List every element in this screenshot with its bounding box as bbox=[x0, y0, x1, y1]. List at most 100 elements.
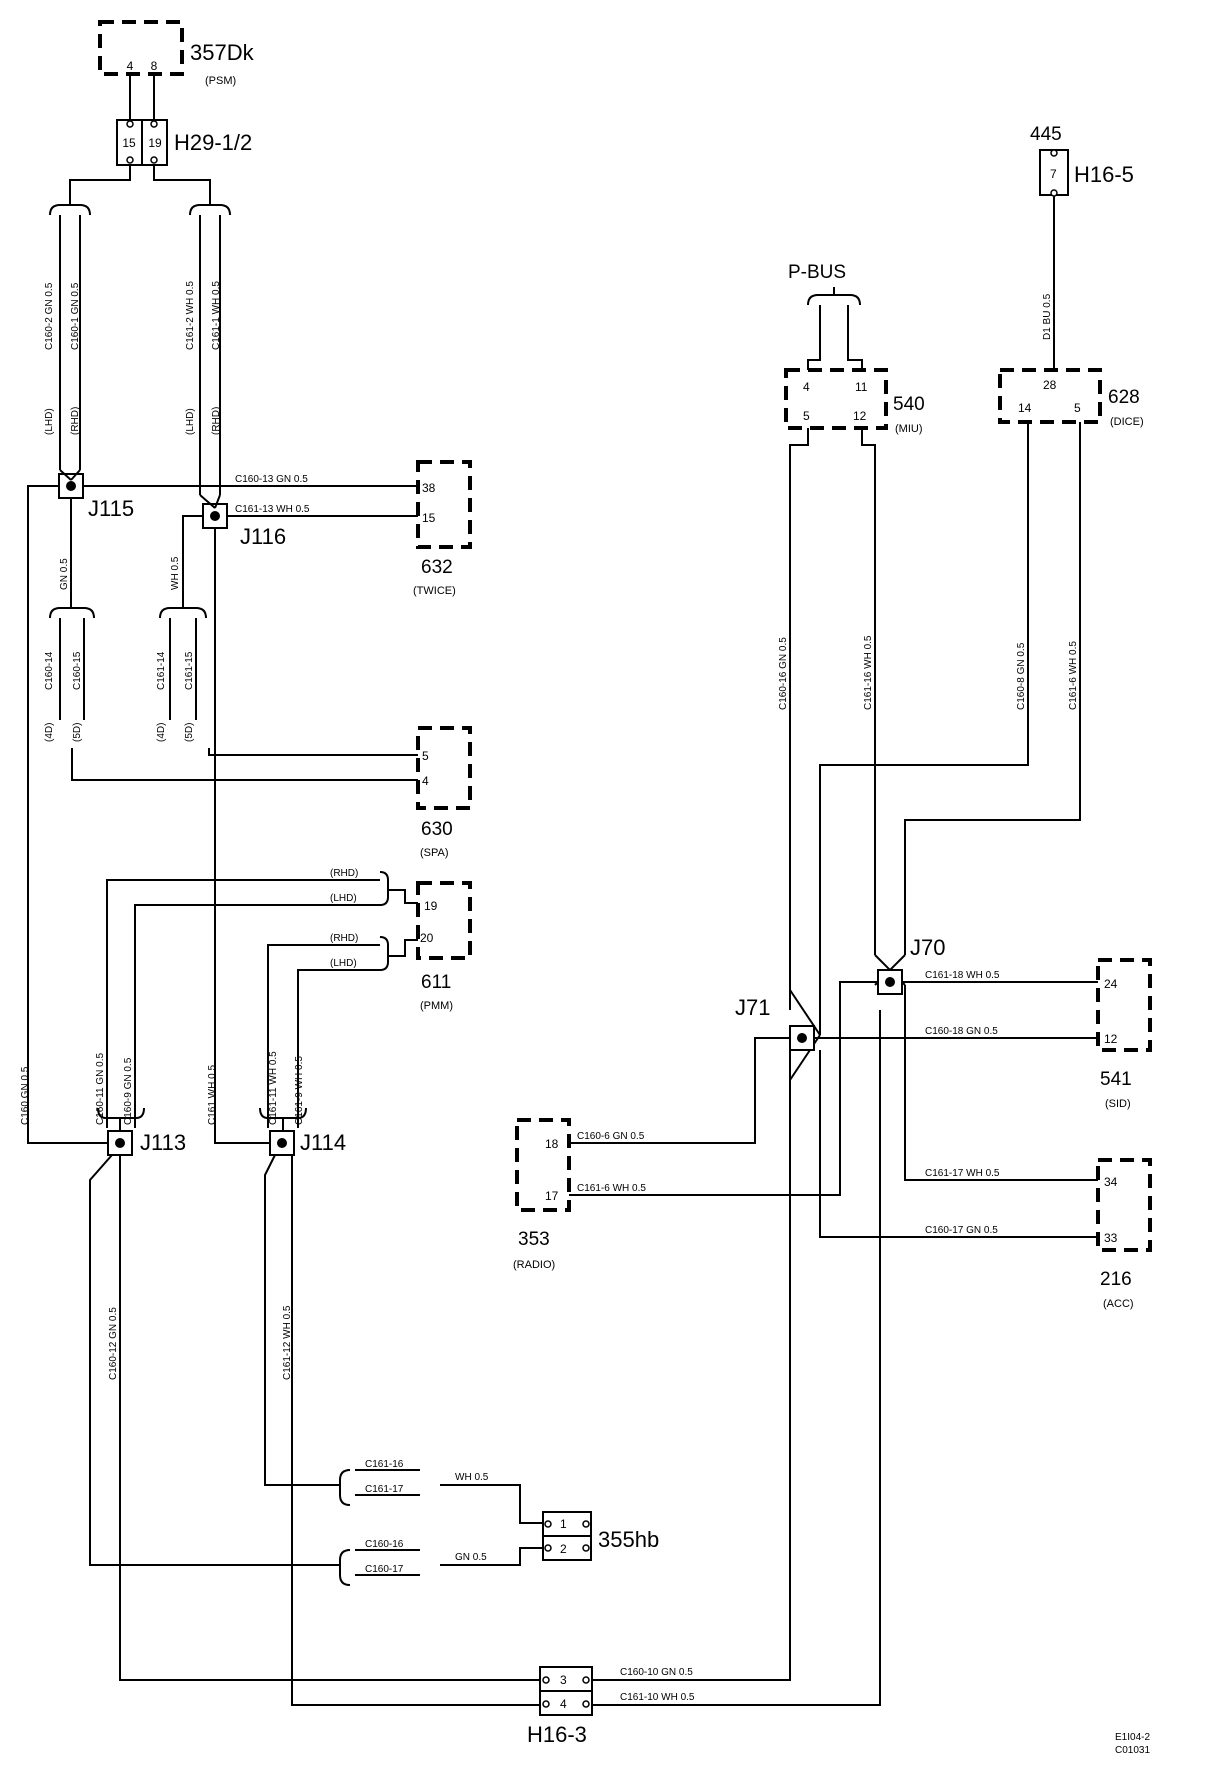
component-541: 24 12 541 (SID) bbox=[1096, 958, 1152, 1110]
svg-text:J71: J71 bbox=[735, 995, 770, 1020]
label-w14: C161 WH 0.5 bbox=[207, 1065, 218, 1125]
label-w23: D1 BU 0.5 bbox=[1042, 293, 1053, 340]
junction-j70: J70 bbox=[877, 935, 945, 995]
junction-j113: J113 bbox=[107, 1130, 186, 1156]
label-h8: C160-18 GN 0.5 bbox=[925, 1026, 998, 1037]
svg-text:18: 18 bbox=[545, 1137, 559, 1151]
svg-text:4: 4 bbox=[422, 774, 429, 788]
pin-h29-19: 19 bbox=[148, 136, 162, 150]
label-5d-1: (5D) bbox=[72, 723, 83, 742]
svg-text:(MIU): (MIU) bbox=[895, 423, 923, 435]
svg-text:628: 628 bbox=[1108, 387, 1140, 408]
svg-text:(SID): (SID) bbox=[1105, 1098, 1131, 1110]
svg-text:19: 19 bbox=[424, 899, 438, 913]
label-rhd-2: (RHD) bbox=[211, 407, 222, 435]
svg-text:3: 3 bbox=[560, 1673, 567, 1687]
svg-text:12: 12 bbox=[1104, 1032, 1118, 1046]
svg-text:5: 5 bbox=[803, 409, 810, 423]
svg-text:12: 12 bbox=[853, 409, 867, 423]
label-lhd-1: (LHD) bbox=[44, 408, 55, 435]
footer-line1: E1I04-2 bbox=[1115, 1732, 1150, 1743]
junction-j71: J71 bbox=[735, 995, 815, 1051]
svg-text:(SPA): (SPA) bbox=[420, 847, 449, 859]
label-h15: WH 0.5 bbox=[455, 1472, 489, 1483]
svg-text:(PMM): (PMM) bbox=[420, 1000, 453, 1012]
svg-text:540: 540 bbox=[893, 394, 925, 415]
label-h19: C160-10 GN 0.5 bbox=[620, 1667, 693, 1678]
label-w15: C161-11 WH 0.5 bbox=[268, 1051, 279, 1125]
svg-text:11: 11 bbox=[855, 380, 868, 394]
label-w19: C160-16 GN 0.5 bbox=[778, 637, 789, 710]
svg-text:J70: J70 bbox=[910, 935, 945, 960]
svg-text:7: 7 bbox=[1050, 167, 1057, 181]
svg-text:4: 4 bbox=[560, 1697, 567, 1711]
label-w4: C161-1 WH 0.5 bbox=[211, 281, 222, 350]
svg-text:353: 353 bbox=[518, 1229, 550, 1250]
label-w10: C161-15 bbox=[184, 651, 195, 690]
junction-j116: J116 bbox=[202, 503, 286, 549]
svg-text:17: 17 bbox=[545, 1189, 559, 1203]
component-357dk: 4 8 357Dk (PSM) bbox=[98, 20, 255, 87]
footer-line2: C01031 bbox=[1115, 1745, 1150, 1756]
label-pbus: P-BUS bbox=[788, 262, 846, 283]
label-lhd-2: (LHD) bbox=[185, 408, 196, 435]
svg-text:632: 632 bbox=[421, 557, 453, 578]
label-w7: C160-14 bbox=[44, 651, 55, 690]
label-w2: C160-1 GN 0.5 bbox=[70, 282, 81, 350]
svg-text:611: 611 bbox=[421, 972, 451, 993]
label-h12: C160-17 GN 0.5 bbox=[925, 1225, 998, 1236]
label-h20: C161-10 WH 0.5 bbox=[620, 1692, 695, 1703]
label-357dk: 357Dk bbox=[190, 40, 255, 65]
label-h3: (RHD) bbox=[330, 868, 358, 879]
label-w17: C160-12 GN 0.5 bbox=[108, 1307, 119, 1380]
connector-h29: 15 19 H29-1/2 bbox=[116, 119, 252, 166]
label-h10: C161-6 WH 0.5 bbox=[577, 1183, 646, 1194]
label-h14: C161-17 bbox=[365, 1484, 404, 1495]
label-h13: C161-16 bbox=[365, 1459, 404, 1470]
svg-text:(TWICE): (TWICE) bbox=[413, 585, 456, 597]
label-w1: C160-2 GN 0.5 bbox=[44, 282, 55, 350]
label-psm: (PSM) bbox=[205, 75, 236, 87]
svg-text:541: 541 bbox=[1100, 1069, 1132, 1090]
svg-text:J114: J114 bbox=[300, 1130, 346, 1155]
label-h16: C160-16 bbox=[365, 1539, 404, 1550]
label-w18: C161-12 WH 0.5 bbox=[282, 1305, 293, 1380]
svg-text:2: 2 bbox=[560, 1542, 567, 1556]
svg-text:38: 38 bbox=[422, 481, 436, 495]
component-540: 4 11 5 12 540 (MIU) bbox=[784, 368, 925, 435]
component-632: 38 15 632 (TWICE) bbox=[413, 460, 472, 597]
label-h18: GN 0.5 bbox=[455, 1552, 487, 1563]
component-445: 445 7 H16-5 bbox=[1030, 124, 1134, 197]
label-w22: C161-6 WH 0.5 bbox=[1068, 641, 1079, 710]
svg-text:H16-5: H16-5 bbox=[1074, 162, 1134, 187]
component-628: 28 14 5 628 (DICE) bbox=[998, 368, 1144, 428]
label-h6: (LHD) bbox=[330, 958, 357, 969]
component-216: 34 33 216 (ACC) bbox=[1096, 1158, 1152, 1310]
junction-j115: J115 bbox=[58, 473, 134, 521]
svg-text:(ACC): (ACC) bbox=[1103, 1298, 1134, 1310]
label-h29: H29-1/2 bbox=[174, 130, 252, 155]
svg-text:5: 5 bbox=[422, 749, 429, 763]
label-4d-2: (4D) bbox=[156, 723, 167, 742]
label-rhd-1: (RHD) bbox=[70, 407, 81, 435]
label-w20: C161-16 WH 0.5 bbox=[863, 635, 874, 710]
component-611: 19 20 611 (PMM) bbox=[416, 881, 472, 1012]
svg-text:20: 20 bbox=[420, 931, 434, 945]
svg-text:355hb: 355hb bbox=[598, 1527, 659, 1552]
label-h7: C161-18 WH 0.5 bbox=[925, 970, 1000, 981]
svg-text:28: 28 bbox=[1043, 378, 1057, 392]
label-w16: C161-9 WH 0.5 bbox=[294, 1056, 305, 1125]
pin-357-8: 8 bbox=[151, 59, 158, 73]
label-w11: C160 GN 0.5 bbox=[20, 1066, 31, 1125]
label-w3: C161-2 WH 0.5 bbox=[185, 281, 196, 350]
component-355hb: 1 2 355hb bbox=[542, 1511, 659, 1561]
svg-text:630: 630 bbox=[421, 819, 453, 840]
svg-text:445: 445 bbox=[1030, 124, 1062, 145]
label-4d-1: (4D) bbox=[44, 723, 55, 742]
label-h17: C160-17 bbox=[365, 1564, 404, 1575]
svg-text:33: 33 bbox=[1104, 1231, 1118, 1245]
label-w8: C160-15 bbox=[72, 651, 83, 690]
label-h2: C161-13 WH 0.5 bbox=[235, 504, 310, 515]
svg-text:15: 15 bbox=[422, 511, 436, 525]
label-h1: C160-13 GN 0.5 bbox=[235, 474, 308, 485]
